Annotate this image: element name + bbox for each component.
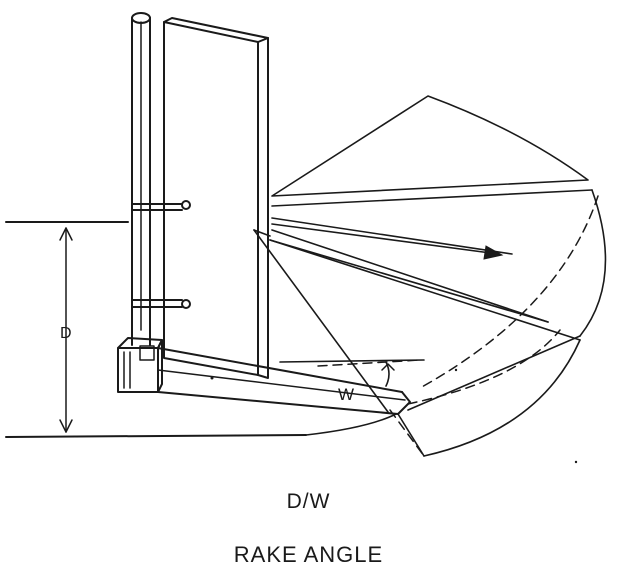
shank [131,12,151,346]
mounting-bolt-upper [131,200,191,211]
rake-angle-marker [279,359,425,387]
middle-fan-rays [269,189,593,341]
upper-fan-sector [271,95,589,197]
clamp-block [117,337,163,393]
swept-arc-sector [253,189,607,457]
width-label: W [338,385,354,404]
depth-dimension [5,221,307,438]
depth-label: D [60,325,72,342]
mounting-bolt-lower [131,299,191,309]
dot-mark [574,460,578,464]
direction-arrow [271,223,504,260]
soil-surface-line [305,413,397,436]
shank-plate [163,17,269,379]
dot-mark [454,368,458,372]
dashed-projection [317,195,599,457]
caption-title: RAKE ANGLE [233,542,384,567]
caption-ratio: D/W [286,490,331,513]
blade-bar [157,347,411,415]
